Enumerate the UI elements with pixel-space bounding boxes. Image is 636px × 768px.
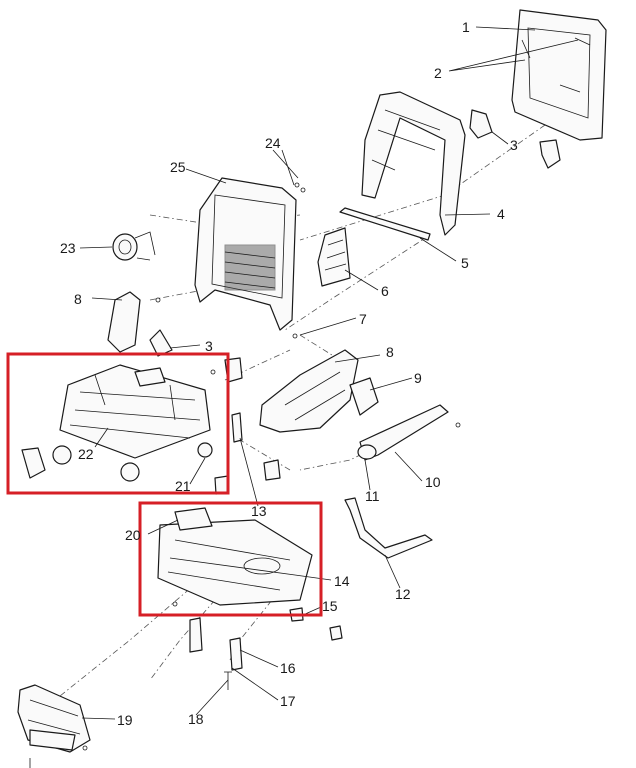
callout-1: 1 (462, 19, 470, 35)
part-base-bracket (17, 684, 91, 768)
callout-24: 24 (265, 135, 281, 151)
callout-3-upper: 3 (510, 137, 518, 153)
callout-14: 14 (334, 573, 350, 589)
callout-5: 5 (461, 255, 469, 271)
part-lumbar-pad (317, 227, 351, 287)
part-seat-back-panel (511, 9, 607, 141)
part-bolt-18 (224, 671, 232, 690)
part-bracket-middle (149, 329, 173, 357)
callout-17: 17 (280, 693, 296, 709)
callout-2: 2 (434, 65, 442, 81)
part-recliner-motor (112, 231, 156, 261)
part-bracket-16 (189, 617, 243, 671)
callout-19: 19 (117, 712, 133, 728)
part-bracket-13 (231, 412, 243, 443)
part-side-shield-left (107, 291, 141, 353)
callout-22: 22 (78, 446, 94, 462)
part-seat-adjuster (21, 357, 243, 495)
callout-18: 18 (188, 711, 204, 727)
callout-8-left: 8 (74, 291, 82, 307)
callout-4: 4 (497, 206, 505, 222)
callout-13: 13 (251, 503, 267, 519)
part-back-frame-front (194, 177, 297, 331)
callout-12: 12 (395, 586, 411, 602)
part-clip-15 (289, 607, 343, 641)
part-track-riser (357, 404, 449, 461)
part-cushion-shield (259, 349, 379, 481)
part-cross-bar (339, 207, 431, 241)
highlight-box-seat-adjuster (6, 352, 230, 495)
callout-21: 21 (175, 478, 191, 494)
callout-7: 7 (359, 311, 367, 327)
callout-25: 25 (170, 159, 186, 175)
callout-20: 20 (125, 527, 141, 543)
callout-15: 15 (322, 598, 338, 614)
callout-3-middle: 3 (205, 338, 213, 354)
highlight-box-seat-pan (138, 501, 323, 617)
fasteners (82, 182, 461, 751)
part-seat-pan (157, 507, 313, 606)
callout-6: 6 (381, 283, 389, 299)
callout-10: 10 (425, 474, 441, 490)
part-seat-back-frame (361, 91, 466, 236)
callout-9: 9 (414, 370, 422, 386)
part-bracket-upper (469, 109, 561, 169)
callout-23: 23 (60, 240, 76, 256)
callout-8-right: 8 (386, 344, 394, 360)
leader-lines (79, 26, 579, 720)
part-wire-harness (344, 497, 433, 559)
callout-16: 16 (280, 660, 296, 676)
callout-11: 11 (365, 488, 380, 504)
callout-labels: 1 2 3 4 5 6 7 8 9 10 11 12 13 14 15 16 1… (60, 19, 518, 728)
